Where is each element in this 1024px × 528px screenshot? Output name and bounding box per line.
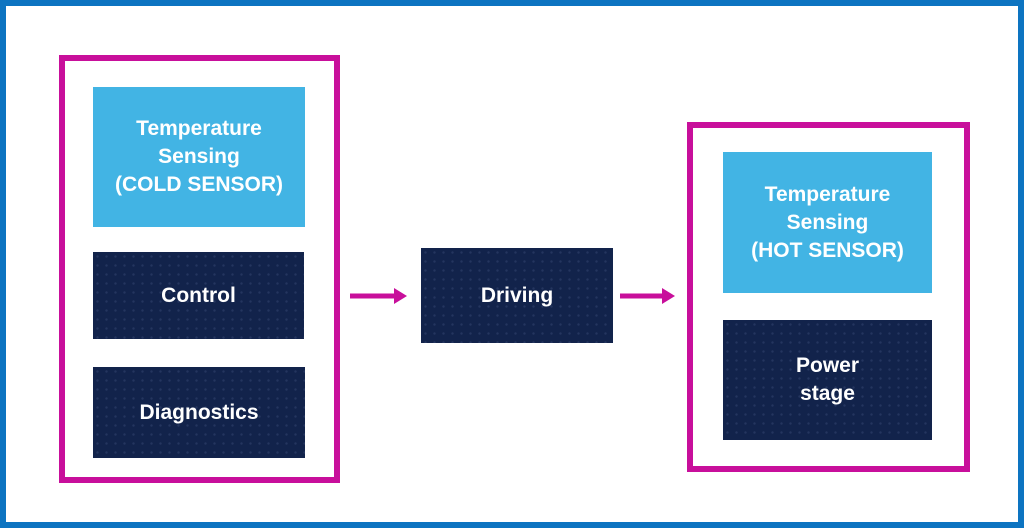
block-driving: Driving: [421, 248, 613, 343]
arrow-right-icon: [620, 287, 675, 305]
block-diagnostics: Diagnostics: [93, 367, 305, 458]
arrow-head: [662, 288, 675, 304]
block-label: Driving: [480, 283, 554, 307]
arrow-head: [394, 288, 407, 304]
block-label: Power stage: [795, 354, 860, 405]
left-function-group: Temperature Sensing (COLD SENSOR) Contro…: [59, 55, 340, 483]
block-temperature-sensing-cold: Temperature Sensing (COLD SENSOR): [93, 87, 305, 227]
arrow-right-icon: [350, 287, 407, 305]
right-function-group: Temperature Sensing (HOT SENSOR) Power s…: [687, 122, 970, 472]
block-temperature-sensing-hot: Temperature Sensing (HOT SENSOR): [723, 152, 932, 293]
block-label: Control: [161, 283, 236, 307]
arrow-shaft: [620, 293, 664, 299]
block-label: Temperature Sensing (COLD SENSOR): [115, 117, 283, 196]
block-control: Control: [93, 252, 304, 339]
block-label: Diagnostics: [139, 400, 259, 424]
block-label: Temperature Sensing (HOT SENSOR): [751, 182, 904, 262]
block-power-stage: Power stage: [723, 320, 932, 440]
arrow-shaft: [350, 293, 396, 299]
